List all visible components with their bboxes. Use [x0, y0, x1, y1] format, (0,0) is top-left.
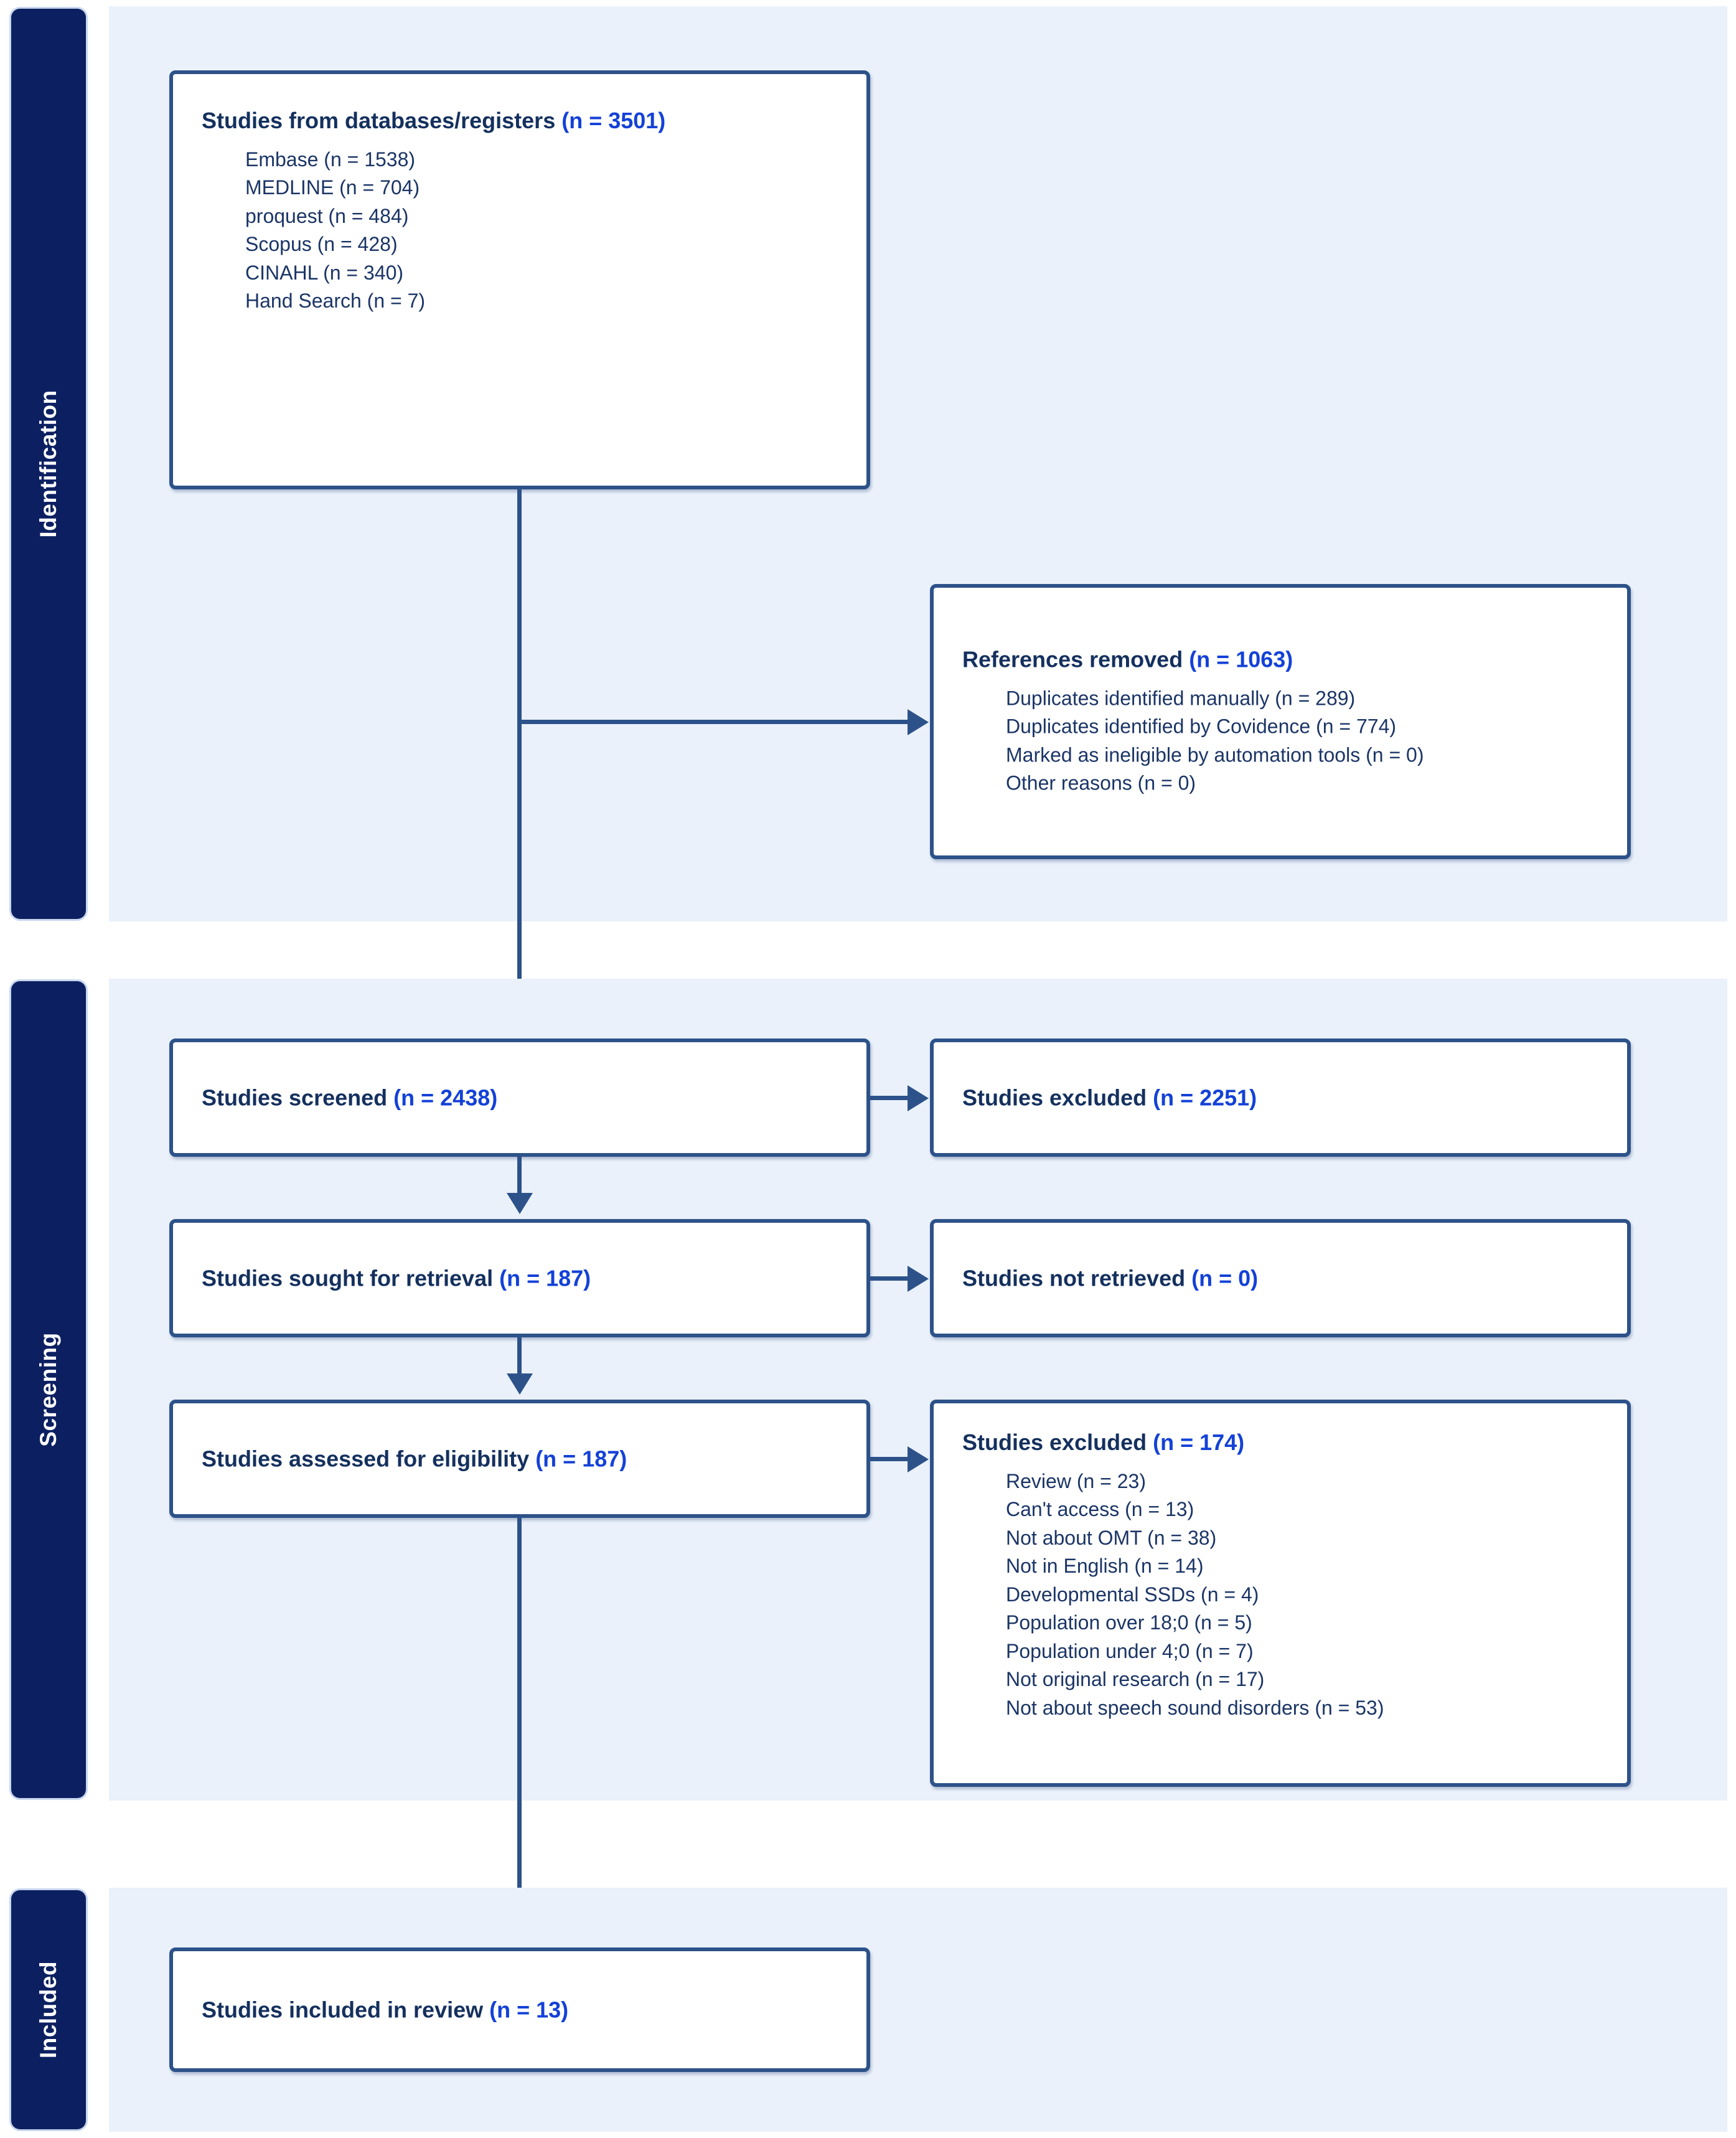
box-title-studies-not-retrieved: Studies not retrieved (n = 0) — [962, 1265, 1259, 1291]
box-studies-screened: Studies screened (n = 2438) — [169, 1038, 870, 1157]
arrow-sought-to-not-retrieved — [908, 1266, 929, 1292]
connector-screened-to-sought — [517, 1157, 522, 1195]
arrow-sought-to-assessed — [507, 1373, 533, 1395]
list-item: proquest (n = 484) — [245, 204, 409, 227]
stage-tab-label-included: Included — [35, 1961, 61, 2059]
list-item: Not in English (n = 14) — [1006, 1555, 1204, 1578]
connector-assessed-to-excluded — [870, 1457, 909, 1461]
box-title-studies-included-in-review: Studies included in review (n = 13) — [202, 1997, 569, 2023]
arrow-assessed-to-excluded — [908, 1446, 929, 1472]
arrow-screened-to-excluded — [908, 1085, 929, 1111]
sublist-exclusion-reasons: Review (n = 23) Can't access (n = 13) No… — [962, 1467, 1598, 1722]
box-title-references-removed: References removed (n = 1063) — [962, 646, 1293, 672]
box-studies-not-retrieved: Studies not retrieved (n = 0) — [930, 1219, 1631, 1337]
box-title-studies-from-databases: Studies from databases/registers (n = 35… — [202, 108, 666, 133]
sublist-database-sources: Embase (n = 1538) MEDLINE (n = 704) proq… — [202, 146, 838, 316]
list-item: Hand Search (n = 7) — [245, 290, 426, 313]
list-item: MEDLINE (n = 704) — [245, 176, 420, 199]
connector-screened-to-excluded — [870, 1096, 909, 1100]
box-studies-included-in-review: Studies included in review (n = 13) — [169, 1947, 870, 2072]
box-title-studies-sought-for-retrieval: Studies sought for retrieval (n = 187) — [202, 1265, 591, 1291]
stage-tab-screening: Screening — [11, 981, 86, 1798]
box-title-studies-excluded-eligibility: Studies excluded (n = 174) — [962, 1429, 1245, 1455]
connector-to-references-removed — [517, 720, 909, 724]
list-item: Duplicates identified by Covidence (n = … — [1006, 715, 1397, 738]
list-item: Can't access (n = 13) — [1006, 1498, 1194, 1521]
list-item: Other reasons (n = 0) — [1006, 771, 1196, 794]
list-item: Developmental SSDs (n = 4) — [1006, 1583, 1259, 1606]
stage-tab-label-screening: Screening — [35, 1332, 61, 1447]
connector-sought-to-not-retrieved — [870, 1276, 909, 1281]
stage-tab-included: Included — [11, 1890, 86, 2129]
box-studies-from-databases: Studies from databases/registers (n = 35… — [169, 70, 870, 489]
list-item: CINAHL (n = 340) — [245, 261, 404, 284]
list-item: Review (n = 23) — [1006, 1470, 1146, 1492]
box-studies-sought-for-retrieval: Studies sought for retrieval (n = 187) — [169, 1219, 870, 1337]
stage-tab-identification: Identification — [11, 9, 86, 919]
arrow-to-references-removed — [908, 709, 929, 735]
list-item: Not original research (n = 17) — [1006, 1668, 1265, 1691]
box-title-studies-excluded-screening: Studies excluded (n = 2251) — [962, 1085, 1257, 1111]
box-title-studies-screened: Studies screened (n = 2438) — [202, 1085, 498, 1111]
arrow-screened-to-sought — [507, 1193, 533, 1214]
list-item: Duplicates identified manually (n = 289) — [1006, 687, 1356, 710]
box-title-studies-assessed-for-eligibility: Studies assessed for eligibility (n = 18… — [202, 1446, 627, 1472]
box-studies-assessed-for-eligibility: Studies assessed for eligibility (n = 18… — [169, 1400, 870, 1518]
list-item-clipped: Not about speech sound disorders (n = 53… — [1006, 1696, 1384, 1719]
list-item: Population under 4;0 (n = 7) — [1006, 1639, 1254, 1662]
sublist-removal-reasons: Duplicates identified manually (n = 289)… — [962, 685, 1598, 798]
list-item: Embase (n = 1538) — [245, 148, 416, 171]
list-item: Scopus (n = 428) — [245, 233, 398, 256]
box-references-removed: References removed (n = 1063) Duplicates… — [930, 584, 1631, 859]
box-studies-excluded-eligibility: Studies excluded (n = 174) Review (n = 2… — [930, 1400, 1631, 1787]
list-item: Population over 18;0 (n = 5) — [1006, 1611, 1252, 1634]
box-studies-excluded-screening: Studies excluded (n = 2251) — [930, 1038, 1631, 1157]
stage-tab-label-identification: Identification — [35, 390, 61, 538]
list-item: Not about OMT (n = 38) — [1006, 1526, 1217, 1549]
list-item: Marked as ineligible by automation tools… — [1006, 743, 1424, 766]
connector-sought-to-assessed — [517, 1337, 522, 1376]
connector-databases-trunk — [517, 489, 522, 1029]
connector-assessed-to-included — [517, 1518, 522, 1933]
